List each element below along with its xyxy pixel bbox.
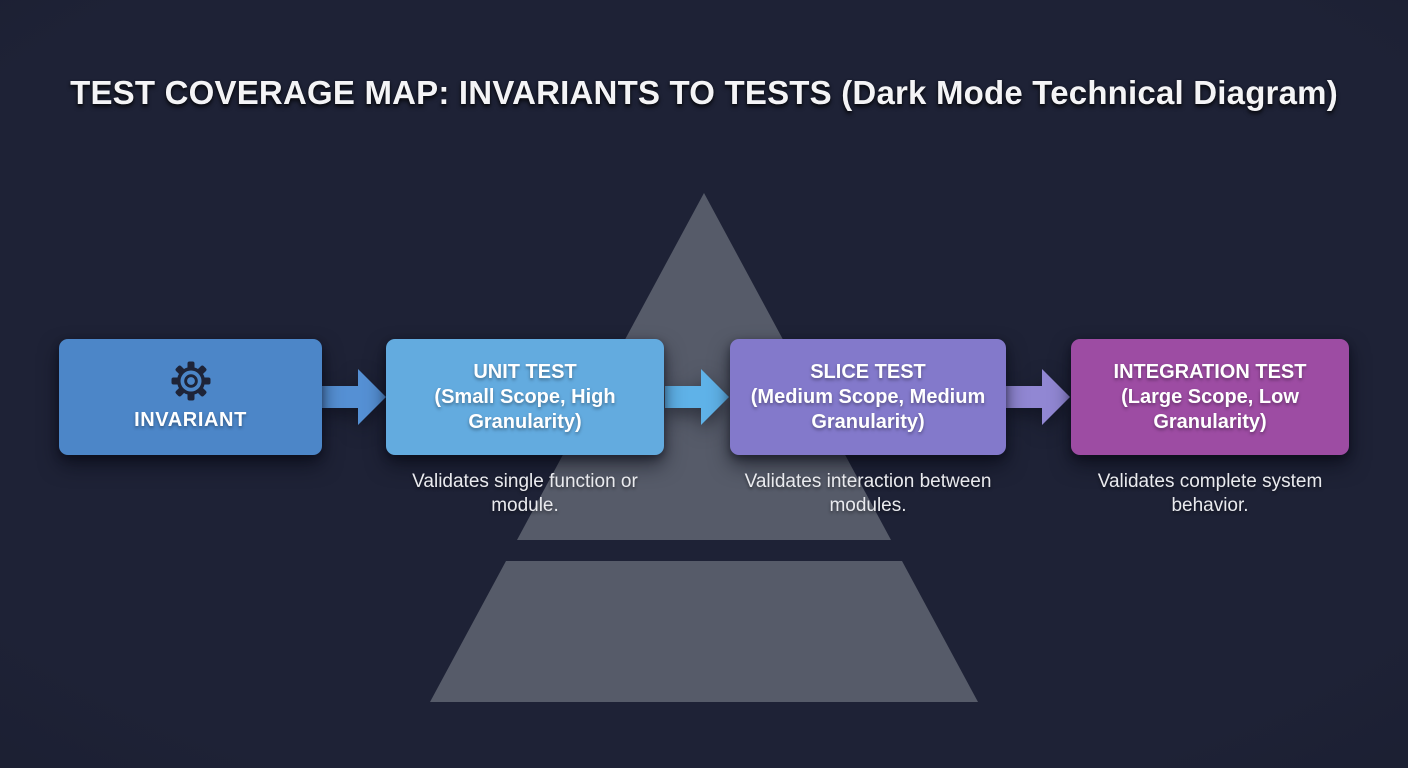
- node-integration-test-label: INTEGRATION TEST: [1113, 360, 1307, 383]
- node-invariant: INVARIANT: [59, 339, 322, 455]
- gear-icon: [171, 361, 211, 401]
- node-invariant-label: INVARIANT: [134, 409, 247, 431]
- pyramid-base-trapezoid-shape: [430, 561, 978, 702]
- node-unit-test: UNIT TEST (Small Scope, High Granularity…: [386, 339, 664, 455]
- page-title: TEST COVERAGE MAP: INVARIANTS TO TESTS (…: [70, 74, 1338, 111]
- node-integration-test: INTEGRATION TEST (Large Scope, Low Granu…: [1071, 339, 1349, 455]
- node-slice-test-scope: (Medium Scope, Medium Granularity): [750, 385, 986, 433]
- slice-test-description: Validates interaction between modules.: [744, 471, 992, 516]
- arrow-right-icon: [322, 369, 386, 425]
- node-unit-test-label: UNIT TEST: [473, 360, 577, 383]
- arrow-right-icon: [1006, 369, 1070, 425]
- integration-test-description: Validates complete system behavior.: [1097, 471, 1323, 516]
- arrow-right-icon: [665, 369, 729, 425]
- node-slice-test: SLICE TEST (Medium Scope, Medium Granula…: [730, 339, 1006, 455]
- node-unit-test-scope: (Small Scope, High Granularity): [434, 385, 616, 433]
- unit-test-description: Validates single function or module.: [412, 471, 638, 516]
- node-slice-test-label: SLICE TEST: [810, 360, 926, 383]
- node-integration-test-scope: (Large Scope, Low Granularity): [1121, 385, 1299, 433]
